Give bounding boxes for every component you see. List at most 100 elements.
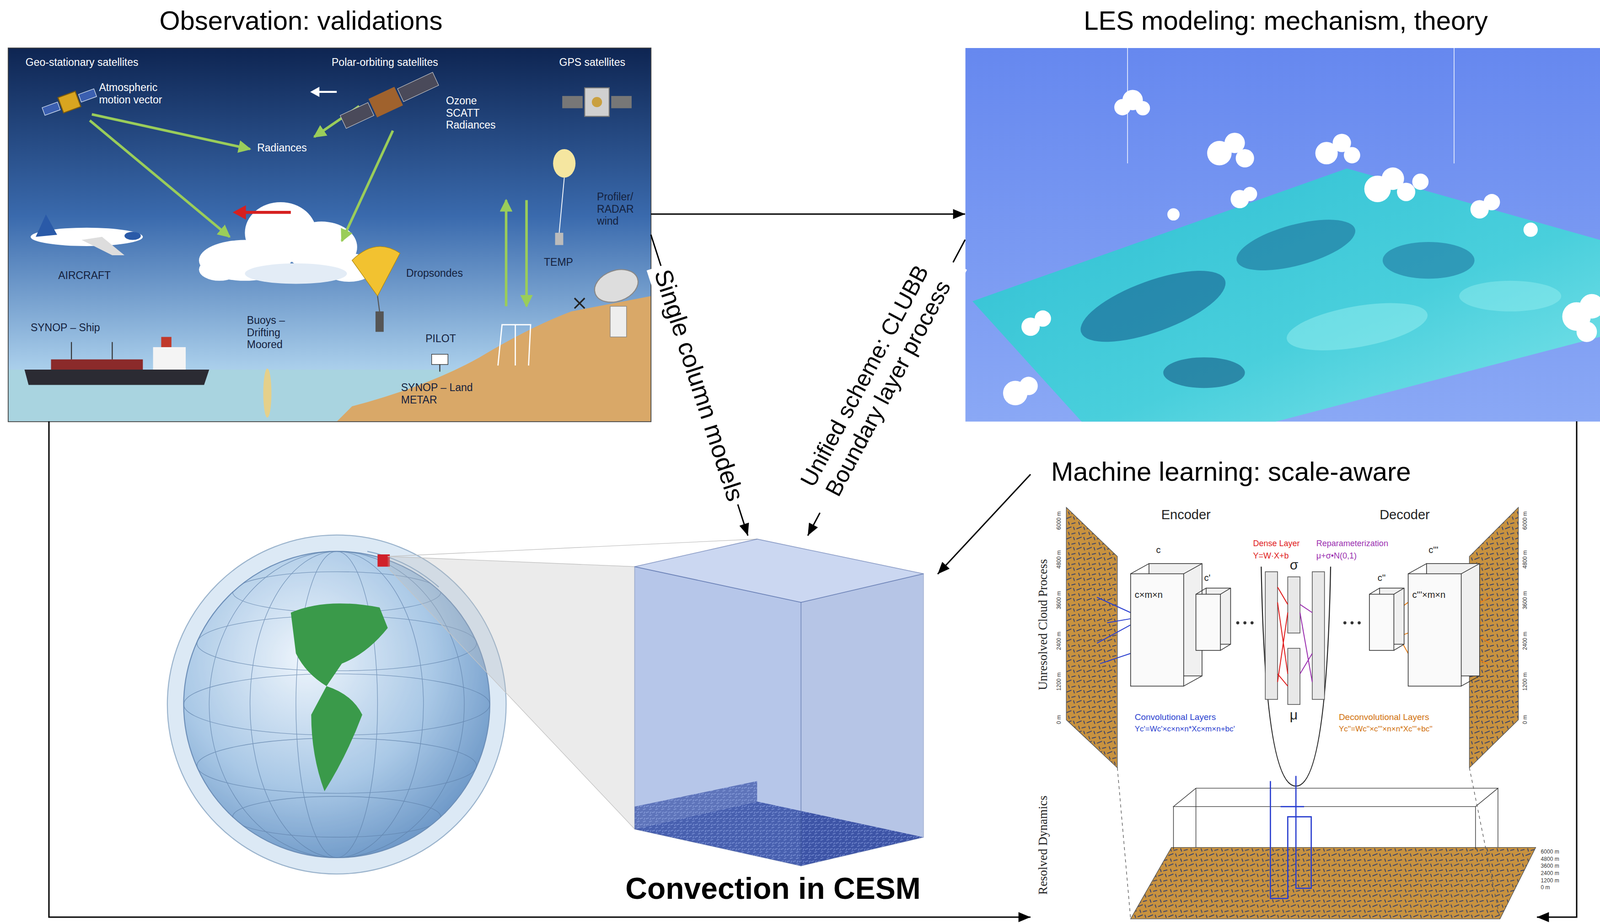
edge-label: Single column models	[646, 261, 752, 510]
ml-figure	[1369, 588, 1405, 651]
observation-ray	[341, 130, 393, 242]
platform-label: PILOT	[425, 332, 456, 345]
cube	[634, 566, 802, 866]
ml-figure	[1287, 648, 1300, 705]
cumulus-cloud	[1396, 182, 1416, 202]
axis-tick: 0 m	[1056, 714, 1063, 725]
ml-figure	[1130, 847, 1536, 919]
ml-figure	[1261, 566, 1331, 787]
ml-figure	[1117, 767, 1501, 919]
ellipsis-dots	[1243, 621, 1247, 625]
cumulus-cloud	[1034, 310, 1052, 328]
axis-tick: 3600 m	[1056, 590, 1063, 610]
radar	[590, 263, 643, 309]
observation-panel: Observation: validations	[8, 3, 651, 422]
gps-satellite	[591, 96, 602, 108]
ml-figure	[1369, 594, 1395, 651]
ocean-texture	[1072, 209, 1562, 388]
ml-figure	[1196, 594, 1221, 651]
wind-profiler	[498, 324, 531, 366]
wind-profiler	[514, 324, 516, 366]
axis-tick: 0 m	[1540, 884, 1551, 892]
cube	[634, 539, 924, 866]
cumulus-cloud	[1019, 376, 1038, 396]
observation-ray	[504, 199, 508, 307]
aircraft	[124, 231, 141, 241]
cumulus-cloud	[1235, 149, 1255, 168]
cumulus-cloud	[1242, 186, 1257, 201]
dropsonde	[352, 246, 401, 296]
zoom-wedge	[387, 556, 635, 829]
cloud	[198, 202, 375, 285]
platform-label: Profiler/ RADAR wind	[596, 190, 643, 227]
ocean-texture	[1072, 256, 1235, 357]
instrument-label: Radiances	[257, 141, 307, 154]
cumulus-cloud	[1483, 193, 1501, 211]
ocean-texture	[1283, 294, 1432, 360]
axis-tick: 1200 m	[1522, 672, 1529, 691]
ellipsis-dots	[1357, 621, 1361, 625]
cube	[800, 573, 924, 866]
cumulus-cloud	[1576, 321, 1598, 343]
axis-title: Unresolved Cloud Process	[1035, 558, 1050, 690]
ml-figure	[1312, 571, 1325, 700]
cumulus-cloud	[1523, 222, 1538, 237]
dropsonde	[375, 311, 384, 333]
radiosonde-balloon	[559, 177, 565, 233]
label-layer: Geo-stationary satellitesPolar-orbiting …	[0, 0, 1600, 609]
axis-tick: 2400 m	[1056, 631, 1063, 650]
ellipsis-dots	[1350, 621, 1354, 625]
axis-tick: 3600 m	[1522, 590, 1529, 610]
observation-illustration	[8, 48, 651, 422]
tensor-label: c	[1156, 544, 1161, 556]
polar-satellite	[397, 72, 439, 102]
observation-ray	[91, 114, 251, 150]
edge-label: Unified scheme: CLUBB Boundary layer pro…	[785, 244, 967, 521]
platform-label: SYNOP – Ship	[30, 321, 101, 334]
ml-figure	[1277, 586, 1288, 687]
platform-label: Buoys – Drifting Moored	[246, 314, 293, 351]
ellipsis-dots	[1343, 621, 1347, 625]
cumulus-cloud	[1343, 146, 1361, 164]
radar	[610, 306, 627, 338]
connector-arrow	[937, 474, 1031, 575]
gps-satellite	[562, 96, 583, 109]
ocean-texture	[1459, 280, 1562, 312]
network-heading: Encoder	[1161, 507, 1211, 523]
observation-illustration	[8, 48, 651, 422]
platform-label: SYNOP – Land METAR	[401, 381, 478, 406]
layer-label: Reparameterization	[1316, 538, 1389, 549]
wind-profiler	[498, 324, 531, 366]
radar	[574, 263, 643, 338]
ml-figure	[1196, 588, 1231, 651]
formula: μ+σ•N(0,1)	[1316, 551, 1357, 561]
ocean-texture	[1163, 357, 1245, 388]
radiosonde-balloon	[553, 149, 576, 246]
tensor-label: c'	[1203, 572, 1211, 584]
tensor-label: c'''	[1428, 544, 1439, 556]
cloud	[198, 258, 240, 281]
observation-ray	[525, 199, 528, 307]
ship	[161, 337, 172, 348]
les-illustration	[965, 48, 1600, 422]
cube	[634, 539, 924, 603]
axis-tick: 6000 m	[1056, 511, 1063, 530]
ship	[24, 369, 210, 385]
ml-figure	[1287, 576, 1300, 634]
dropsonde	[377, 295, 380, 312]
tensor-label: c×m×n	[1134, 589, 1163, 601]
globe	[295, 551, 378, 858]
platform-label: AIRCRAFT	[58, 269, 111, 282]
les-illustration	[965, 48, 1600, 422]
ml-figure	[1130, 563, 1203, 687]
formula: Y=W·X+b	[1253, 551, 1289, 561]
ml-figure	[1130, 563, 1480, 687]
axis-tick: 2400 m	[1540, 870, 1560, 877]
ship	[111, 342, 113, 360]
zoom-wedge	[387, 567, 635, 829]
ml-figure	[1265, 571, 1325, 705]
axis-tick: 3600 m	[1540, 863, 1560, 870]
axis-tick: 1200 m	[1056, 672, 1063, 691]
wind-arrow	[244, 210, 291, 215]
panel-border	[8, 48, 651, 422]
